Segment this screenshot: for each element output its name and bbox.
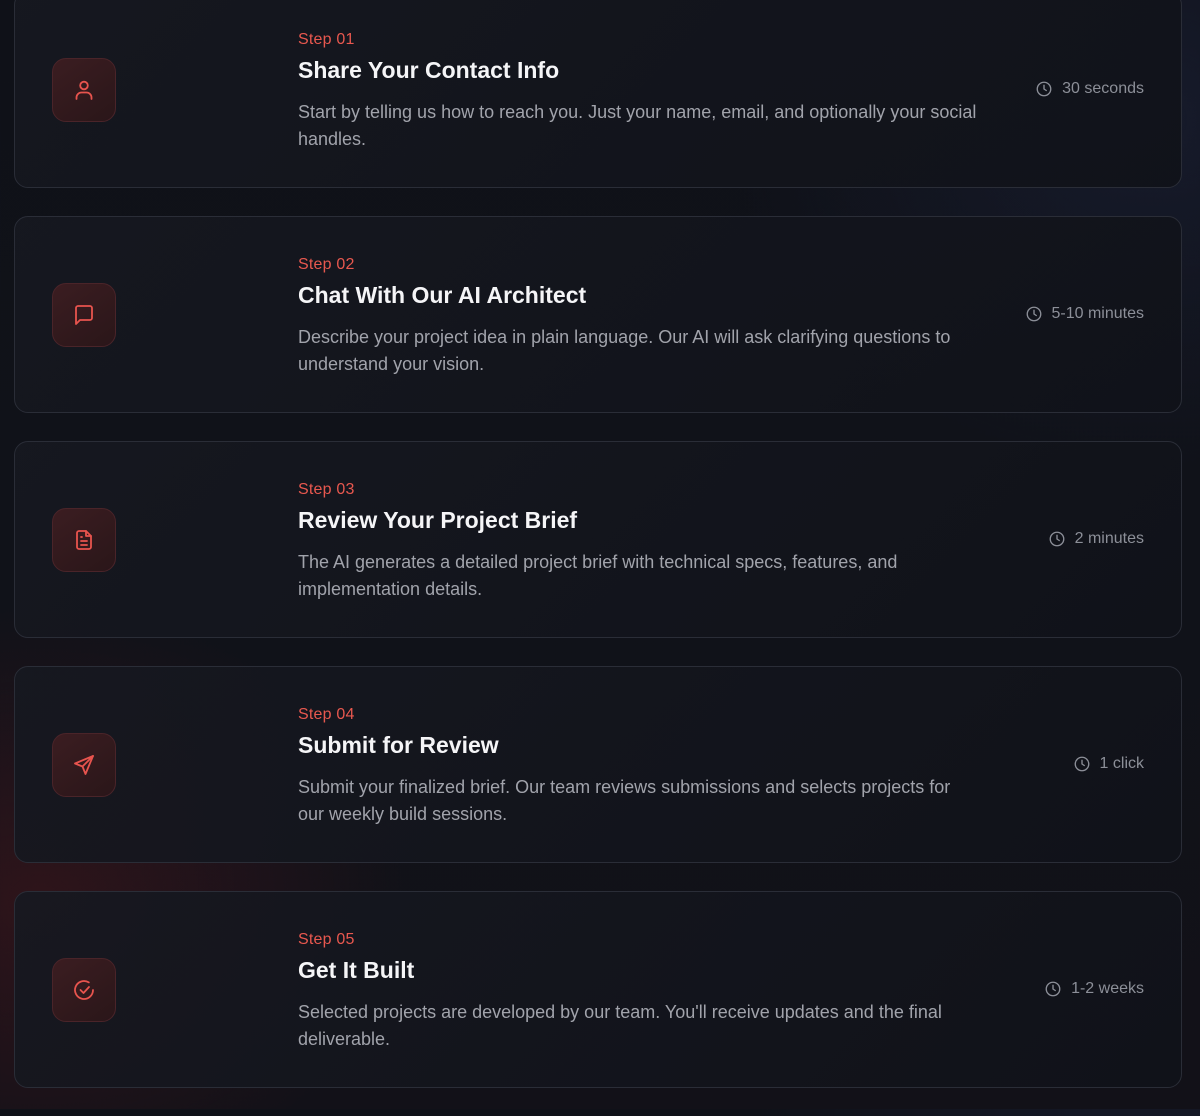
steps-list: Step 01 Share Your Contact Info Start by… — [14, 0, 1182, 1116]
step-icon-box — [52, 733, 116, 797]
step-icon-box — [52, 58, 116, 122]
step-number: Step 05 — [298, 931, 355, 948]
step-icon-box — [52, 283, 116, 347]
step-duration: 5-10 minutes — [1025, 305, 1145, 323]
step-duration: 1-2 weeks — [1044, 980, 1144, 998]
duration-label: 1-2 weeks — [1071, 980, 1144, 997]
step-duration: 1 click — [1073, 755, 1144, 773]
step-card: Step 01 Share Your Contact Info Start by… — [14, 0, 1182, 188]
step-description: The AI generates a detailed project brie… — [298, 552, 898, 599]
duration-label: 1 click — [1099, 755, 1144, 772]
duration-label: 30 seconds — [1062, 80, 1144, 97]
step-number: Step 01 — [298, 31, 355, 48]
step-number: Step 03 — [298, 481, 355, 498]
step-number: Step 02 — [298, 256, 355, 273]
step-icon-box — [52, 508, 116, 572]
step-card: Step 05 Get It Built Selected projects a… — [14, 891, 1182, 1088]
message-square-icon — [75, 305, 93, 325]
duration-label: 2 minutes — [1074, 530, 1144, 547]
user-icon — [75, 80, 93, 100]
step-title: Submit for Review — [298, 732, 499, 758]
step-icon-box — [52, 958, 116, 1022]
clock-icon — [1045, 981, 1061, 997]
step-card: Step 02 Chat With Our AI Architect Descr… — [14, 216, 1182, 413]
clock-icon — [1049, 531, 1065, 547]
clock-icon — [1026, 306, 1041, 322]
file-text-icon — [76, 530, 92, 550]
step-description: Submit your finalized brief. Our team re… — [298, 777, 951, 824]
clock-icon — [1074, 756, 1089, 772]
step-title: Review Your Project Brief — [298, 507, 578, 533]
step-title: Chat With Our AI Architect — [298, 282, 587, 308]
step-description: Describe your project idea in plain lang… — [298, 327, 951, 374]
duration-label: 5-10 minutes — [1051, 305, 1145, 322]
step-title: Share Your Contact Info — [298, 57, 560, 83]
step-card: Step 03 Review Your Project Brief The AI… — [14, 441, 1182, 638]
step-description: Start by telling us how to reach you. Ju… — [298, 102, 977, 149]
step-duration: 30 seconds — [1035, 80, 1144, 98]
step-card: Step 04 Submit for Review Submit your fi… — [14, 666, 1182, 863]
step-description: Selected projects are developed by our t… — [298, 1002, 942, 1049]
check-circle-icon — [74, 980, 94, 1000]
step-number: Step 04 — [298, 706, 355, 723]
step-duration: 2 minutes — [1048, 530, 1144, 548]
clock-icon — [1036, 81, 1052, 97]
step-title: Get It Built — [298, 957, 415, 983]
send-icon — [74, 755, 94, 775]
